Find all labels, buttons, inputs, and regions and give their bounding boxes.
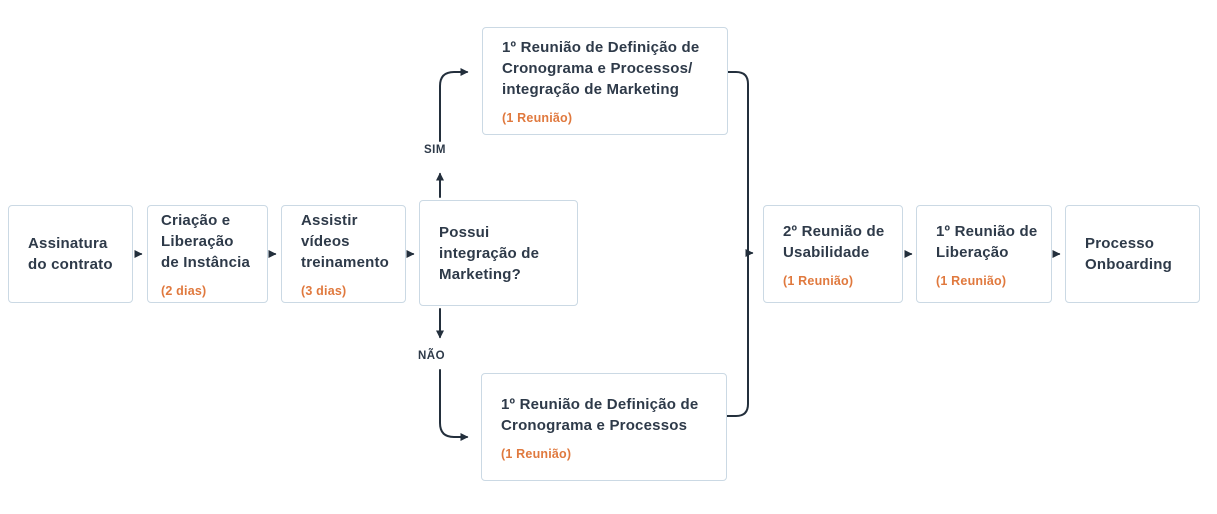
connector-processos-merge (726, 251, 749, 417)
node-title: Processo Onboarding (1085, 235, 1172, 273)
branch-label-sim: SIM (424, 144, 446, 156)
node-title: 1º Reunião de Liberação (936, 222, 1038, 261)
node-reuniao-cronograma-marketing: 1º Reunião de Definição de Cronograma e … (482, 27, 728, 135)
node-assinatura-contrato: Assinatura do contrato (8, 205, 133, 303)
node-decisao-integracao-marketing: Possui integração de Marketing? (419, 200, 578, 306)
branch-label-nao: NÃO (418, 350, 446, 362)
node-title: Assinatura do contrato (28, 235, 113, 273)
node-title: Criação e Liberação de Instância (161, 212, 251, 271)
node-reuniao-liberacao: 1º Reunião de Liberação (1 Reunião) (916, 205, 1052, 303)
node-processo-onboarding: Processo Onboarding (1065, 205, 1200, 303)
node-title: 1º Reunião de Definição de Cronograma e … (501, 395, 699, 434)
node-reuniao-cronograma-processos: 1º Reunião de Definição de Cronograma e … (481, 373, 727, 481)
connector-sim-to-marketing (439, 68, 469, 142)
node-duration-note: (1 Reunião) (501, 446, 572, 461)
node-title: Possui integração de Marketing? (439, 223, 540, 283)
node-reuniao-usabilidade: 2º Reunião de Usabilidade (1 Reunião) (763, 205, 903, 303)
node-title: 1º Reunião de Definição de Cronograma e … (502, 39, 700, 98)
connector-marketing-merge (727, 71, 749, 255)
node-duration-note: (1 Reunião) (783, 273, 854, 288)
node-duration-note: (2 dias) (161, 284, 207, 298)
node-criacao-liberacao-instancia: Criação e Liberação de Instância (2 dias… (147, 205, 268, 303)
connector-nao-to-processos (439, 369, 469, 441)
node-duration-note: (1 Reunião) (502, 111, 573, 125)
node-title: 2º Reunião de Usabilidade (783, 222, 885, 261)
node-assistir-videos-treinamento: Assistir vídeos treinamento (3 dias) (281, 205, 406, 303)
node-title: Assistir vídeos treinamento (301, 212, 390, 271)
node-duration-note: (3 dias) (301, 284, 347, 298)
node-duration-note: (1 Reunião) (936, 273, 1007, 288)
